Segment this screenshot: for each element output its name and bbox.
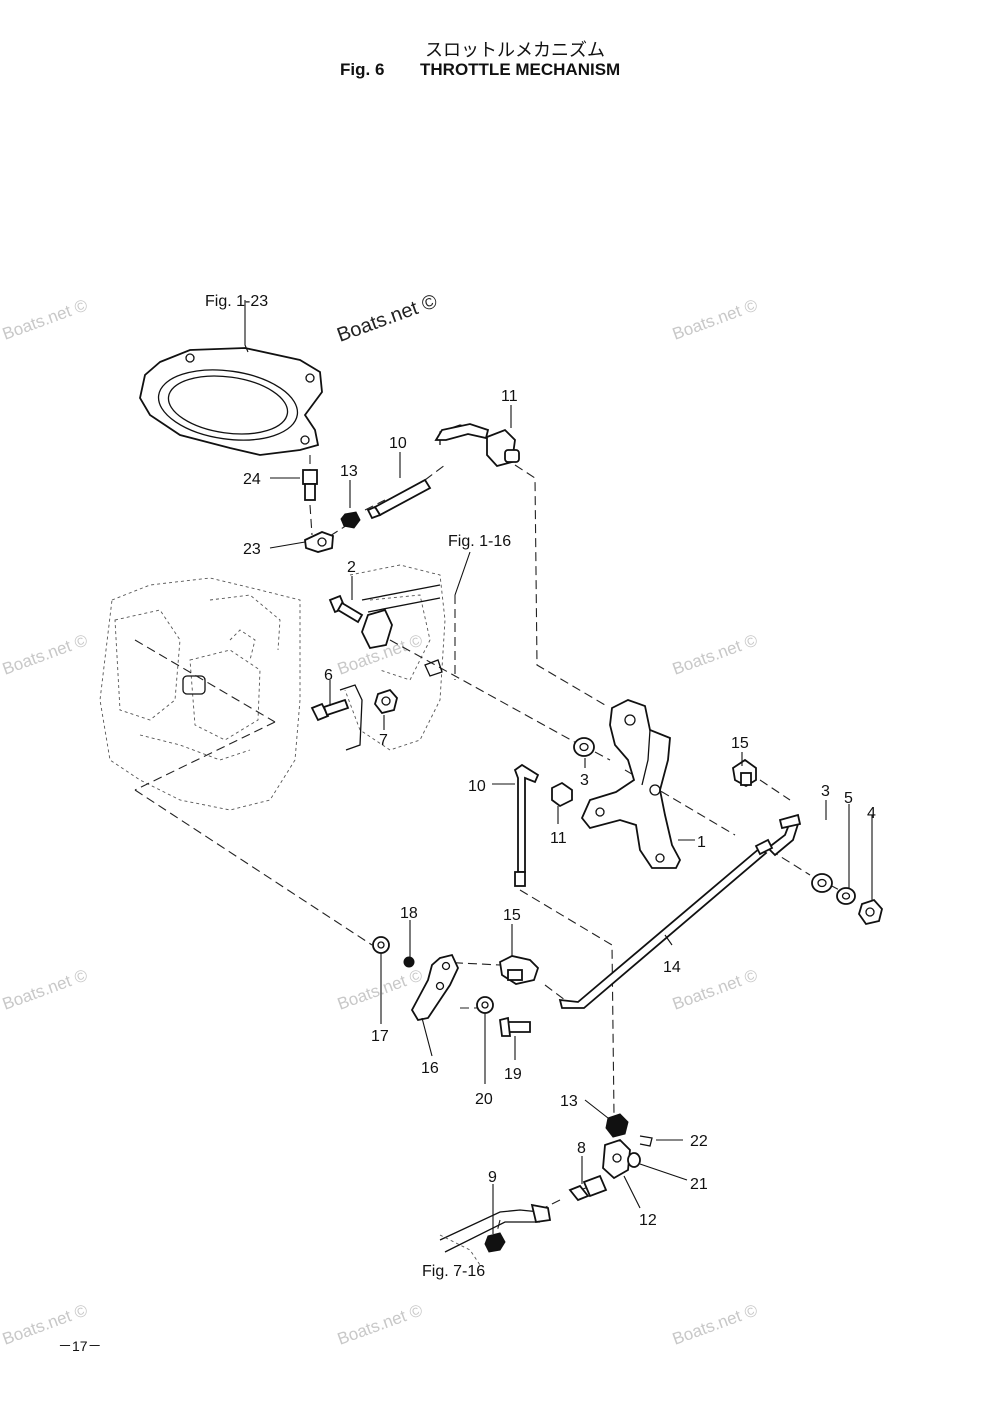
callout-22: 22 [690, 1133, 708, 1150]
callout-17: 17 [371, 1028, 389, 1045]
callout-11-lower: 11 [550, 830, 567, 847]
callout-1: 1 [697, 834, 706, 851]
callout-6: 6 [324, 667, 333, 684]
watermark: Boats.net © [0, 965, 91, 1013]
flange-plate [139, 347, 323, 456]
part-18-bushing [403, 956, 415, 968]
leader-lines [244, 300, 873, 1234]
part-13-nut-upper [340, 511, 361, 529]
part-15-joint-lower [499, 955, 540, 985]
callout-21: 21 [690, 1176, 708, 1193]
engine-block-ghost [99, 564, 446, 811]
callout-13-lower: 13 [560, 1093, 578, 1110]
callout-3-right: 3 [821, 783, 830, 800]
part-7-nut [374, 688, 398, 715]
part-3-washer-right [811, 873, 833, 893]
part-16-lever [410, 953, 459, 1022]
part-24-stud [302, 469, 318, 501]
throttle-arm-fig7 [439, 1203, 552, 1266]
part-9-nut [484, 1232, 506, 1253]
page-number: －17－ [58, 1338, 102, 1354]
watermark: Boats.net © [335, 1300, 426, 1348]
watermark: Boats.net © [0, 630, 91, 678]
callout-3-left: 3 [580, 772, 589, 789]
callout-15-lower: 15 [503, 907, 521, 924]
watermark: Boats.net © [335, 965, 426, 1013]
part-10-rod-upper [366, 423, 490, 520]
assembly-lines [134, 455, 846, 1241]
callout-14: 14 [663, 959, 681, 976]
part-12-joint [602, 1138, 631, 1180]
watermark: Boats.net © [670, 965, 761, 1013]
figure-title: Fig. 6 THROTTLE MECHANISM [340, 60, 620, 80]
callout-23: 23 [243, 541, 261, 558]
title-japanese: スロットルメカニズム [425, 40, 605, 60]
callout-24: 24 [243, 471, 261, 488]
figure-title-text: THROTTLE MECHANISM [420, 60, 621, 79]
callouts: 1 2 3 3 4 5 6 7 8 9 10 10 11 11 12 13 13… [243, 388, 876, 1229]
part-4-nut [858, 898, 883, 926]
part-23-ball-joint [304, 531, 334, 553]
callout-10-lower: 10 [468, 778, 486, 795]
watermark: Boats.net © [670, 1300, 761, 1348]
callout-10-upper: 10 [389, 435, 407, 452]
callout-16: 16 [421, 1060, 439, 1077]
linkage-elbow-right [766, 813, 802, 857]
callout-19: 19 [504, 1066, 522, 1083]
part-11-joint-middle [551, 781, 573, 808]
callout-9: 9 [488, 1169, 497, 1186]
figure-number: Fig. 6 [340, 60, 385, 79]
watermark-main: Boats.net © [334, 290, 440, 347]
part-10-rod-vertical [513, 763, 540, 887]
part-14-rod [558, 838, 774, 1009]
part-15-joint-upper [732, 758, 757, 788]
callout-4: 4 [867, 805, 876, 822]
part-6-bolt [310, 684, 363, 751]
callout-5: 5 [844, 790, 853, 807]
watermark: Boats.net © [670, 295, 761, 343]
part-8-ball-stud [568, 1174, 608, 1202]
figure-references: Fig. 1-23 Fig. 1-16 Fig. 7-16 [205, 293, 511, 1280]
callout-11-upper: 11 [501, 388, 518, 405]
part-11-joint-upper [486, 428, 520, 468]
part-5-washer [836, 887, 856, 905]
ref-fig-7-16: Fig. 7-16 [422, 1263, 485, 1280]
part-1-bracket [580, 699, 682, 869]
ref-fig-1-16: Fig. 1-16 [448, 533, 511, 550]
ref-fig-1-23: Fig. 1-23 [205, 293, 268, 310]
callout-7: 7 [379, 732, 388, 749]
callout-8: 8 [577, 1140, 586, 1157]
part-20-washer [476, 996, 494, 1014]
part-2-bolt [328, 594, 364, 624]
callout-12: 12 [639, 1212, 657, 1229]
part-17-washer [372, 936, 390, 954]
callout-15-upper: 15 [731, 735, 749, 752]
part-3-washer-left [573, 737, 595, 757]
callout-18: 18 [400, 905, 418, 922]
part-19-bolt [499, 1016, 531, 1037]
throttle-shaft-lever [361, 584, 443, 677]
part-22-clip [639, 1135, 653, 1147]
callout-2: 2 [347, 559, 356, 576]
part-21-washer [627, 1152, 641, 1168]
callout-13-upper: 13 [340, 463, 358, 480]
callout-20: 20 [475, 1091, 493, 1108]
watermark: Boats.net © [0, 295, 91, 343]
part-13-nut-lower [605, 1113, 629, 1138]
watermark: Boats.net © [670, 630, 761, 678]
